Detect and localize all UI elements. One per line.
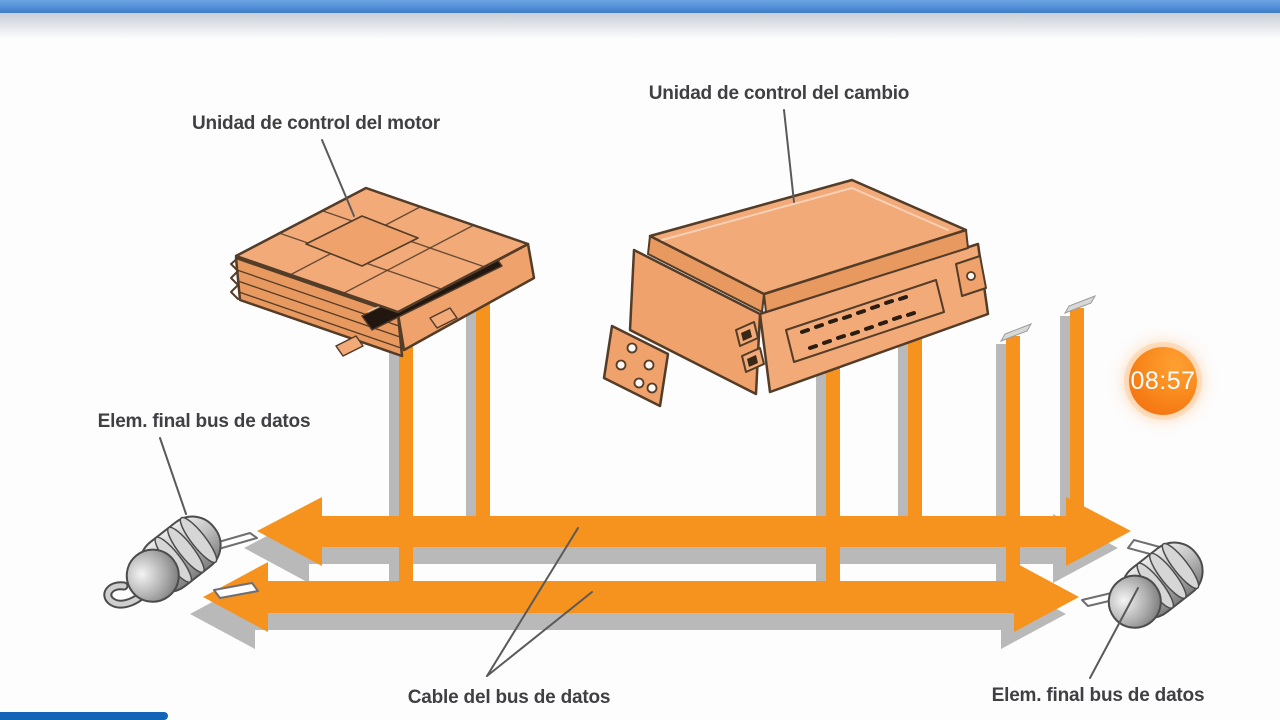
video-progress-bar[interactable] (0, 712, 168, 720)
label-ecu-motor: Unidad de control del motor (192, 113, 440, 134)
ecu-motor-illustration (230, 186, 536, 358)
cut-cable-cap (1063, 295, 1097, 314)
label-ecu-cambio: Unidad de control del cambio (648, 83, 910, 104)
bus-shadows (190, 514, 1118, 649)
terminator-right-illustration (1107, 541, 1204, 629)
label-terminator-right: Elem. final bus de datos (991, 685, 1205, 706)
terminator-left-illustration (103, 515, 222, 609)
data-bus-lower-arrow (203, 562, 1079, 632)
cut-cable-cap (999, 323, 1033, 342)
label-bus-cable: Cable del bus de datos (407, 687, 611, 708)
ecu-cambio-illustration (602, 178, 990, 408)
top-accent-bar (0, 0, 1280, 13)
vertical-connectors (399, 295, 1097, 590)
label-terminator-left: Elem. final bus de datos (97, 411, 311, 432)
timestamp-text: 08:57 (1130, 366, 1196, 395)
timestamp-badge: 08:57 (1129, 347, 1197, 415)
data-bus-upper-arrow (257, 497, 1131, 566)
leader-lines (159, 109, 1139, 679)
